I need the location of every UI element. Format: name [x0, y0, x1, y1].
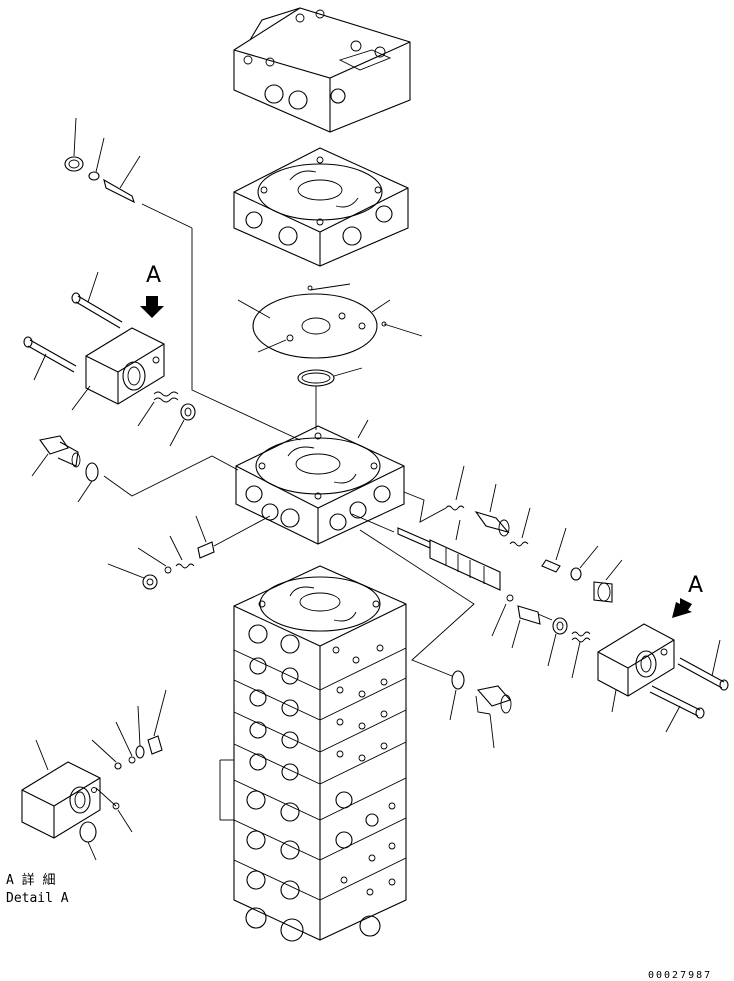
plug-top-left [64, 117, 301, 441]
detail-a-view [21, 689, 167, 861]
detail-marker-right: A [688, 573, 703, 598]
flange-block-right [597, 623, 675, 713]
plug-right-upper [474, 483, 510, 537]
seal-ring-left [169, 403, 196, 447]
marker-arrow-left: A [140, 263, 164, 318]
spool [351, 513, 501, 591]
middle-section-block [235, 419, 405, 545]
detail-caption: A 詳 細 Detail A [6, 872, 69, 906]
plug-right-end [593, 559, 623, 603]
detail-caption-japanese: A 詳 細 [6, 872, 55, 888]
top-cover-block [233, 7, 411, 133]
arrow-down-icon [140, 296, 164, 318]
bolt-upper-left [71, 271, 123, 329]
arrow-down-icon [672, 598, 692, 618]
seal-and-piston-right [491, 594, 591, 679]
plug-fitting-lower-right [475, 685, 512, 749]
spring-right-upper [403, 465, 465, 523]
pin-right [541, 527, 567, 573]
detail-marker-left: A [146, 263, 161, 288]
detail-caption-english: Detail A [6, 891, 69, 906]
bolt-right-upper [677, 639, 729, 691]
marker-arrow-right: A [672, 573, 703, 618]
figure-number: 00027987 [648, 970, 712, 981]
spring-left [137, 391, 179, 427]
plug-fitting-left [31, 435, 81, 477]
bolt-lower-left [23, 336, 77, 381]
o-ring-lower-right [359, 529, 475, 721]
gasket-plate [237, 283, 423, 359]
bolt-right-lower [649, 685, 705, 733]
upper-section-block [233, 147, 409, 267]
o-ring [297, 367, 363, 430]
flange-block-left [71, 327, 165, 411]
small-parts-left-row [107, 515, 271, 590]
o-ring-small-right [570, 545, 599, 581]
spring-right-second [509, 507, 531, 547]
valve-stack [219, 565, 407, 942]
o-ring-left [77, 455, 239, 503]
